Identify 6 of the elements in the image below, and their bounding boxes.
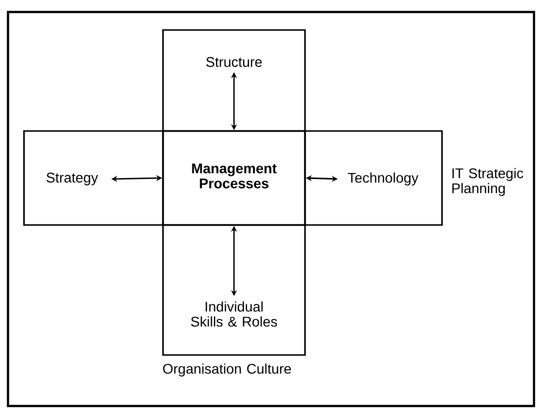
box: Technology (304, 130, 443, 226)
box: Structure (162, 29, 306, 132)
side-label: IT Strategic Planning (452, 168, 524, 196)
box: Management Processes (162, 130, 306, 226)
box: Strategy (23, 130, 164, 226)
box: Individual Skills & Roles (162, 224, 306, 356)
